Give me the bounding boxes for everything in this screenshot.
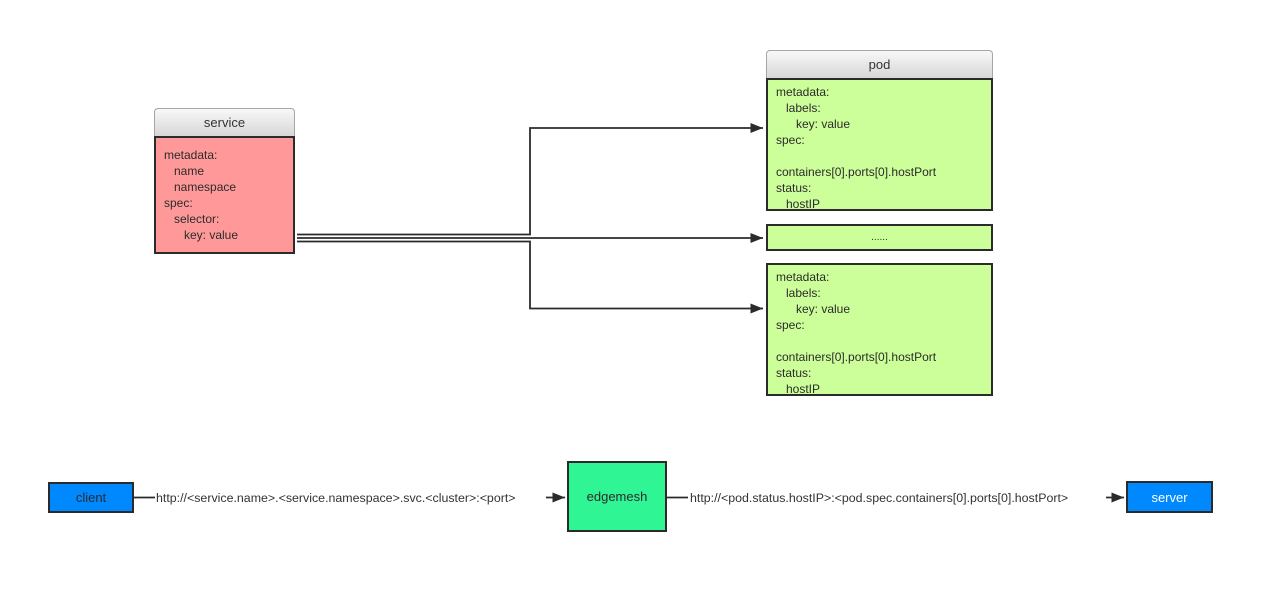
service-node-body: metadata: name namespace spec: selector:… xyxy=(154,136,295,254)
connector-service-to-pod2 xyxy=(297,240,763,314)
connector-service-to-pod1 xyxy=(297,122,763,236)
client-node: client xyxy=(48,482,134,513)
pod2-node-body: metadata: labels: key: value spec: conta… xyxy=(766,263,993,396)
pod-node: pod metadata: labels: key: value spec: c… xyxy=(766,50,993,211)
service-node: service metadata: name namespace spec: s… xyxy=(154,108,295,254)
pod-ellipsis-node: ...... xyxy=(766,224,993,251)
server-node: server xyxy=(1126,481,1213,513)
pod-url-label: http://<pod.status.hostIP>:<pod.spec.con… xyxy=(690,491,1069,505)
pod-node-title: pod xyxy=(766,50,993,78)
service-url-label: http://<service.name>.<service.namespace… xyxy=(156,491,516,505)
edgemesh-node: edgemesh xyxy=(567,461,667,532)
service-node-title: service xyxy=(154,108,295,136)
pod-node-body: metadata: labels: key: value spec: conta… xyxy=(766,78,993,211)
